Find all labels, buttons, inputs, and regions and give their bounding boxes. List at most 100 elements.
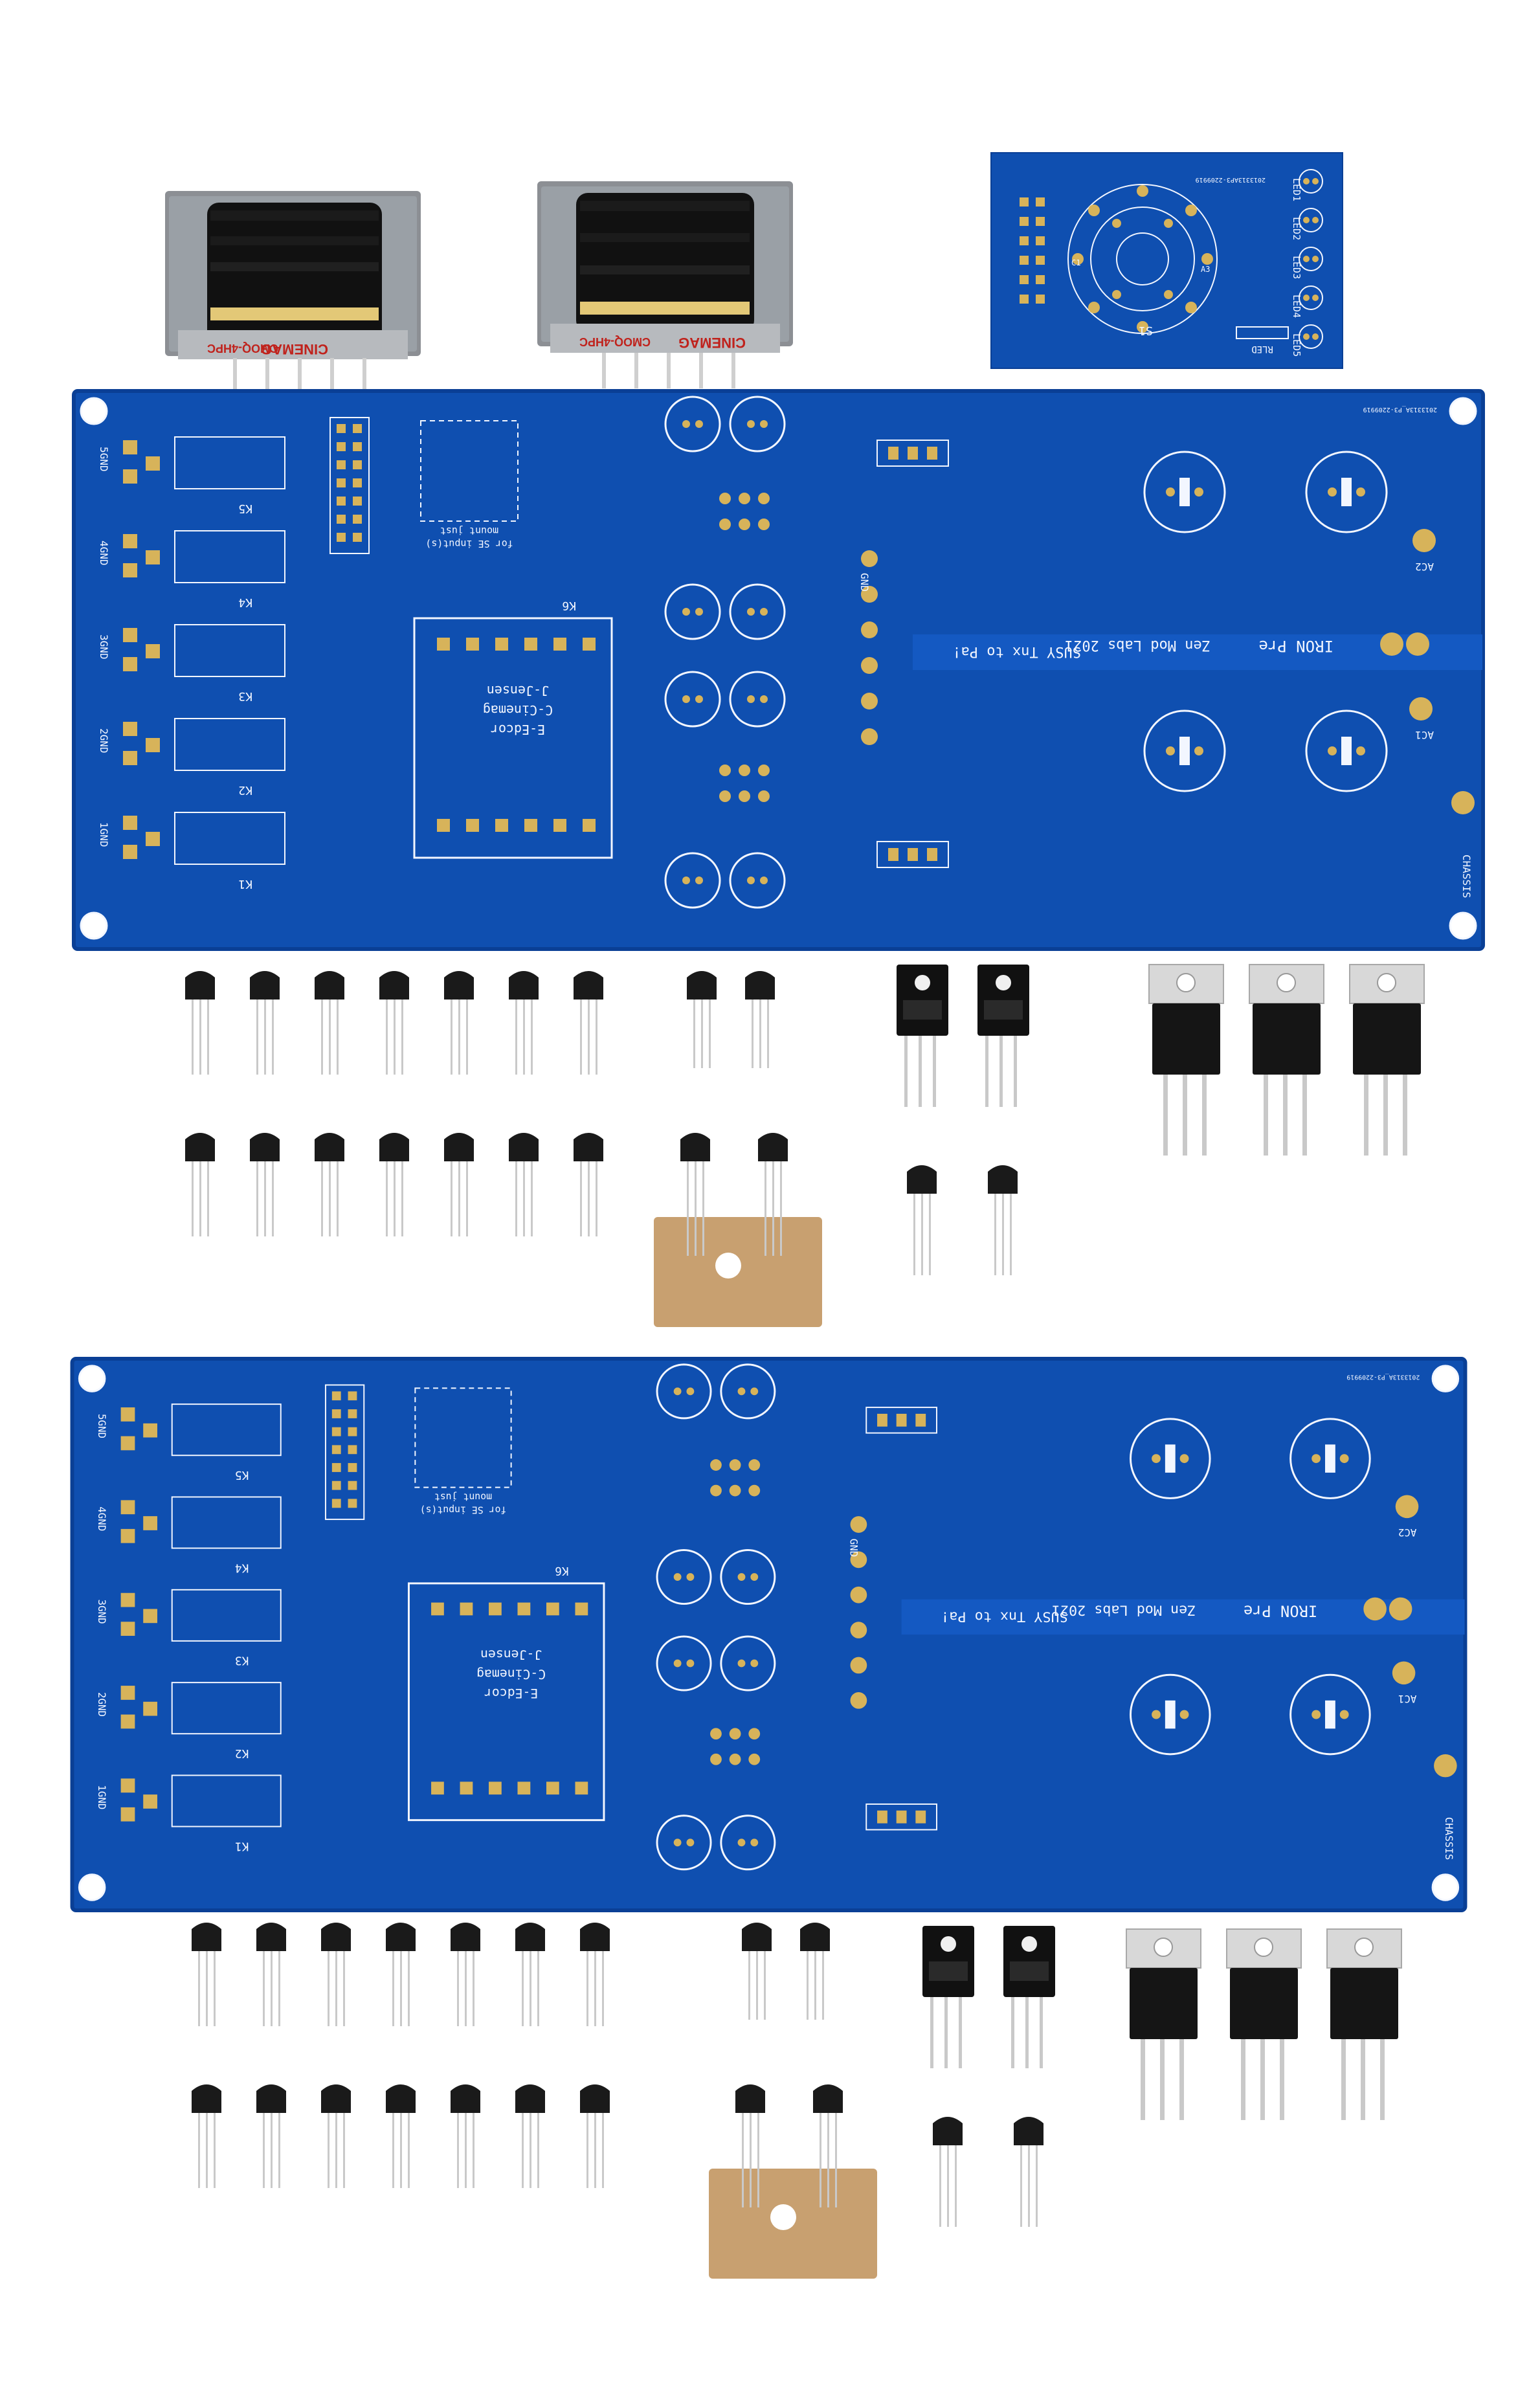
to92-transistor bbox=[250, 971, 280, 1075]
input-label: 4GND bbox=[98, 541, 110, 566]
transformer-2: CINEMAG CMOQ-4HPC bbox=[537, 175, 793, 392]
chassis-label: CHASSIS bbox=[1443, 1817, 1455, 1860]
svg-text:S1: S1 bbox=[1139, 324, 1153, 337]
board-title: IRON Pre bbox=[1244, 1602, 1317, 1620]
to92-transistor bbox=[580, 2084, 610, 2188]
transformer-2-label: CINEMAG bbox=[678, 335, 746, 351]
svg-text:LED4: LED4 bbox=[1291, 295, 1302, 318]
board-motto: SUSY Tnx to Pa! bbox=[941, 1608, 1067, 1624]
to92-transistor bbox=[509, 1133, 539, 1236]
board-subtitle: Zen Mod Labs 2021 bbox=[1052, 1602, 1196, 1618]
input-label: 3GND bbox=[98, 634, 110, 660]
svg-text:2013313AP3-2209919: 2013313AP3-2209919 bbox=[1196, 176, 1266, 183]
board-code: 2013313A_P3-2209919 bbox=[1363, 406, 1437, 413]
gnd-label: GND bbox=[858, 573, 871, 592]
footprint-label: J-Jensen bbox=[480, 1647, 542, 1662]
input-label: 2GND bbox=[98, 728, 110, 754]
to92-transistor bbox=[379, 1133, 409, 1236]
selector-board: LED1 LED2 LED3 LED4 LED5 2013313AP3-2209… bbox=[990, 152, 1343, 369]
to220-regulator bbox=[1148, 964, 1224, 1156]
footprint-label: J-Jensen bbox=[487, 683, 549, 698]
input-label: 3GND bbox=[96, 1600, 108, 1624]
to92-transistor bbox=[687, 971, 717, 1068]
to92-transistor bbox=[250, 1133, 280, 1236]
to92-transistor bbox=[315, 971, 344, 1075]
footprint-label: E-Edcor bbox=[484, 1686, 538, 1701]
to92-transistor bbox=[192, 2084, 221, 2188]
relay-label: K2 bbox=[235, 1747, 249, 1760]
relay-label: K6 bbox=[562, 599, 576, 612]
board-motto: SUSY Tnx to Pa! bbox=[952, 643, 1081, 660]
ac2-label: AC2 bbox=[1415, 561, 1434, 573]
to92-transistor bbox=[515, 2084, 545, 2188]
to92-transistor bbox=[509, 971, 539, 1075]
relay-label: K1 bbox=[235, 1839, 249, 1853]
relay-label: K2 bbox=[238, 783, 252, 797]
to220-regulator bbox=[1326, 1928, 1402, 2120]
se-note: mount just bbox=[440, 525, 498, 537]
board-subtitle: Zen Mod Labs 2021 bbox=[1065, 637, 1211, 653]
to92-transistor bbox=[933, 2117, 963, 2227]
to92-transistor bbox=[451, 1923, 480, 2026]
to92-transistor bbox=[451, 2084, 480, 2188]
to92-transistor bbox=[192, 1923, 221, 2026]
gnd-label: GND bbox=[848, 1539, 860, 1558]
footprint-label: C-Cinemag bbox=[483, 702, 553, 718]
to220-regulator bbox=[1126, 1928, 1201, 2120]
se-note: for SE input(s) bbox=[420, 1504, 507, 1515]
relay-label: K5 bbox=[235, 1468, 249, 1482]
to92-transistor bbox=[758, 1133, 788, 1256]
to126-transistor bbox=[897, 965, 948, 1107]
kapton-insulator bbox=[709, 2169, 877, 2279]
svg-text:LED1: LED1 bbox=[1291, 178, 1302, 201]
to92-transistor bbox=[735, 2084, 765, 2207]
board-code: 2013313A_P3-2209919 bbox=[1346, 1374, 1420, 1381]
to126-transistor bbox=[1003, 1926, 1055, 2068]
to92-transistor bbox=[444, 1133, 474, 1236]
ac2-label: AC2 bbox=[1398, 1526, 1417, 1539]
transformer-1: CINEMAG CMOQ-4HPC bbox=[165, 184, 421, 401]
to92-transistor bbox=[386, 2084, 416, 2188]
components-set-1 bbox=[0, 958, 1540, 1346]
to92-transistor bbox=[800, 1923, 830, 2020]
svg-text:C1: C1 bbox=[1071, 258, 1080, 267]
to92-transistor bbox=[386, 1923, 416, 2026]
to92-transistor bbox=[256, 1923, 286, 2026]
to92-transistor bbox=[256, 2084, 286, 2188]
svg-text:RLED: RLED bbox=[1251, 344, 1273, 354]
chassis-label: CHASSIS bbox=[1460, 854, 1473, 898]
to92-transistor bbox=[185, 1133, 215, 1236]
to92-transistor bbox=[988, 1165, 1018, 1275]
to126-transistor bbox=[977, 965, 1029, 1107]
svg-text:LED2: LED2 bbox=[1291, 217, 1302, 240]
relay-label: K6 bbox=[555, 1564, 568, 1578]
footprint-label: E-Edcor bbox=[491, 722, 545, 737]
se-note: mount just bbox=[434, 1491, 492, 1502]
to92-transistor bbox=[574, 1133, 603, 1236]
to92-transistor bbox=[580, 1923, 610, 2026]
input-label: 1GND bbox=[98, 822, 110, 847]
to92-transistor bbox=[321, 1923, 351, 2026]
input-label: 4GND bbox=[96, 1506, 108, 1531]
svg-text:LED3: LED3 bbox=[1291, 256, 1302, 279]
board-title: IRON Pre bbox=[1258, 637, 1334, 655]
se-note: for SE input(s) bbox=[425, 538, 513, 550]
to92-transistor bbox=[1014, 2117, 1043, 2227]
to92-transistor bbox=[574, 971, 603, 1075]
input-label: 1GND bbox=[96, 1785, 108, 1809]
svg-text:CMOQ-4HPC: CMOQ-4HPC bbox=[579, 335, 651, 348]
svg-text:LED5: LED5 bbox=[1291, 333, 1302, 357]
relay-label: K5 bbox=[238, 502, 252, 515]
relay-label: K1 bbox=[238, 877, 252, 891]
to126-transistor bbox=[922, 1926, 974, 2068]
footprint-label: C-Cinemag bbox=[476, 1666, 546, 1681]
relay-label: K3 bbox=[235, 1654, 249, 1668]
to92-transistor bbox=[444, 971, 474, 1075]
to220-regulator bbox=[1226, 1928, 1302, 2120]
to92-transistor bbox=[515, 1923, 545, 2026]
svg-text:A3: A3 bbox=[1201, 265, 1210, 274]
transformer-1-label: CINEMAG bbox=[261, 341, 328, 357]
to92-transistor bbox=[185, 971, 215, 1075]
